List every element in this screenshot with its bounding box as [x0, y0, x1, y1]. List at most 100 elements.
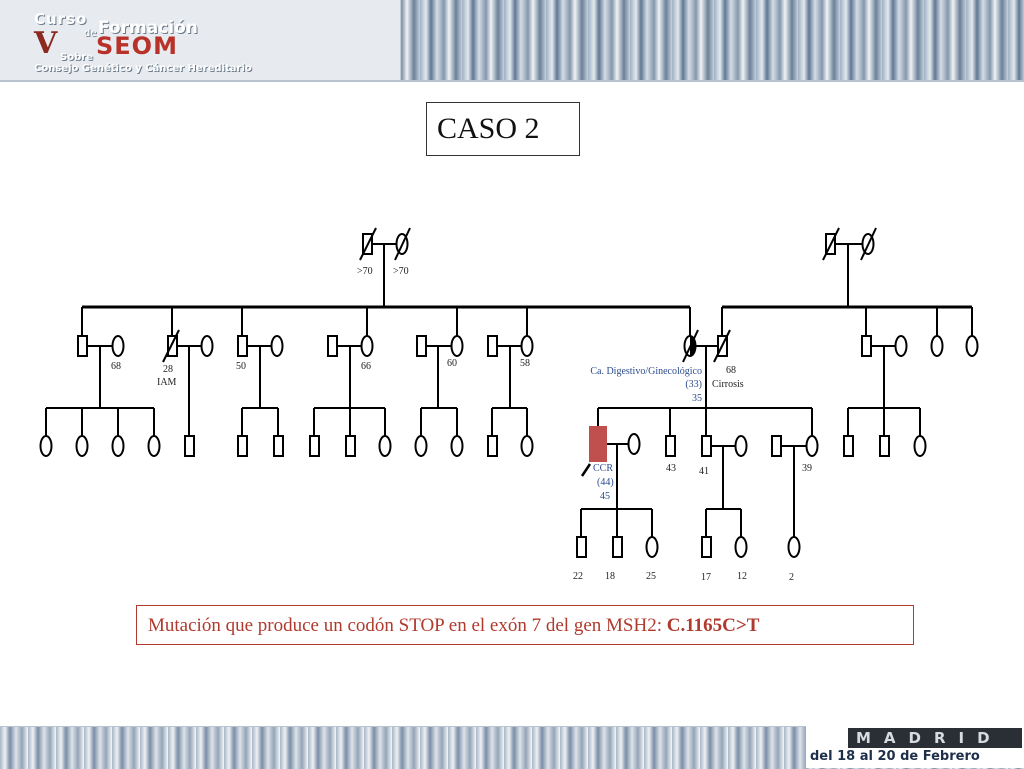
sibling-2-male — [665, 435, 676, 457]
female-symbol — [75, 435, 89, 457]
couple-aunt-6 — [487, 335, 534, 408]
couple-uncle-2 — [162, 329, 214, 436]
age-label: >70 — [357, 266, 373, 277]
pedigree-labels: >70 >70 68 28 IAM 50 66 60 58 Ca. Digest… — [111, 266, 812, 583]
cousins-right — [843, 407, 927, 457]
age-label: 68 — [726, 365, 736, 376]
cousin-2-male — [184, 435, 195, 457]
age-label: 25 — [646, 571, 656, 582]
age-label: 17 — [701, 572, 711, 583]
proband-spouse — [627, 433, 641, 455]
male-symbol — [701, 536, 712, 558]
logo-subtitle: Consejo Genético y Cáncer Hereditario — [34, 63, 252, 74]
logo-formacion: Formación — [98, 18, 198, 38]
mother-age-label: 35 — [692, 393, 702, 404]
cousins-6 — [487, 407, 534, 457]
female-symbol — [450, 435, 464, 457]
age-label: 22 — [573, 571, 583, 582]
cousins-1 — [39, 407, 161, 457]
male-symbol — [167, 335, 178, 357]
age-label: >70 — [393, 266, 409, 277]
female-symbol — [111, 435, 125, 457]
mutation-text: Mutación que produce un codón STOP en el… — [148, 615, 667, 636]
male-symbol — [309, 435, 320, 457]
age-label: 60 — [447, 358, 457, 369]
female-symbol — [270, 335, 284, 357]
logo-curso: Curso — [34, 10, 88, 28]
female-symbol — [520, 435, 534, 457]
age-label: 18 — [605, 571, 615, 582]
couple-aunt-5 — [416, 335, 464, 408]
male-symbol — [861, 335, 872, 357]
female-symbol — [414, 435, 428, 457]
female-symbol — [360, 335, 374, 357]
female-symbol — [39, 435, 53, 457]
male-symbol — [237, 335, 248, 357]
mutation-box: Mutación que produce un codón STOP en el… — [136, 605, 914, 645]
deceased-mark — [713, 329, 731, 363]
male-symbol — [327, 335, 338, 357]
mother-age-diagnosis-label: (33) — [685, 379, 702, 390]
female-symbol — [645, 536, 659, 558]
male-symbol — [487, 435, 498, 457]
male-symbol — [273, 435, 284, 457]
age-label: 41 — [699, 466, 709, 477]
mother-diagnosis-label: Ca. Digestivo/Ginecológico — [590, 366, 702, 377]
logo-seom: SEOM — [96, 32, 178, 60]
cause-label: IAM — [157, 377, 177, 388]
couple-parents — [682, 329, 731, 408]
mutation-code: C.1165C>T — [666, 615, 760, 636]
female-symbol — [147, 435, 161, 457]
age-label: 66 — [361, 361, 371, 372]
aunt-right-2 — [965, 335, 979, 357]
sibling-4-spouse-male — [771, 435, 782, 457]
male-symbol — [77, 335, 88, 357]
female-symbol — [913, 435, 927, 457]
children-proband — [576, 508, 659, 558]
proband-diagnosis-label: CCR — [593, 463, 613, 474]
deceased-mark — [682, 329, 699, 363]
couple-uncle-3 — [237, 335, 284, 408]
couple-uncle-right — [861, 335, 908, 408]
grandparents-left — [359, 227, 411, 307]
sibling-3-spouse — [734, 435, 748, 457]
child-sibling-4 — [787, 536, 801, 558]
age-label: 68 — [111, 361, 121, 372]
male-symbol — [843, 435, 854, 457]
male-symbol — [345, 435, 356, 457]
male-symbol — [237, 435, 248, 457]
siblings-proband — [580, 407, 819, 537]
male-symbol — [612, 536, 623, 558]
sibling-4-female — [805, 435, 819, 457]
deceased-mark — [359, 227, 377, 261]
deceased-mark — [394, 227, 411, 261]
couple-uncle-1 — [77, 335, 125, 408]
age-label: 2 — [789, 572, 794, 583]
deceased-mark — [822, 227, 840, 261]
children-sibling-3 — [701, 508, 748, 558]
cousins-5 — [414, 407, 464, 457]
footer-city: MADRID — [848, 728, 1022, 748]
grandparents-right — [822, 227, 877, 307]
male-symbol — [487, 335, 498, 357]
female-symbol — [200, 335, 214, 357]
aunt-right-1 — [930, 335, 944, 357]
title-box: CASO 2 — [426, 102, 580, 156]
female-symbol — [894, 335, 908, 357]
mutation-statement: Mutación que produce un codón STOP en el… — [148, 615, 759, 637]
cousins-4 — [309, 407, 392, 457]
couple-aunt-4 — [327, 335, 374, 408]
age-label: 50 — [236, 361, 246, 372]
logo-de: de — [84, 28, 97, 39]
proband-age-label: 45 — [600, 491, 610, 502]
male-symbol — [416, 335, 427, 357]
age-label: 12 — [737, 571, 747, 582]
proband-age-diagnosis-label: (44) — [597, 477, 614, 488]
age-label: 39 — [802, 463, 812, 474]
female-symbol — [520, 335, 534, 357]
logo-roman-numeral: V — [34, 26, 58, 61]
mother-affected-fill — [690, 336, 696, 356]
cause-label: Cirrosis — [712, 379, 744, 390]
course-logo: Curso V de Formación SEOM Sobre Consejo … — [0, 0, 401, 80]
